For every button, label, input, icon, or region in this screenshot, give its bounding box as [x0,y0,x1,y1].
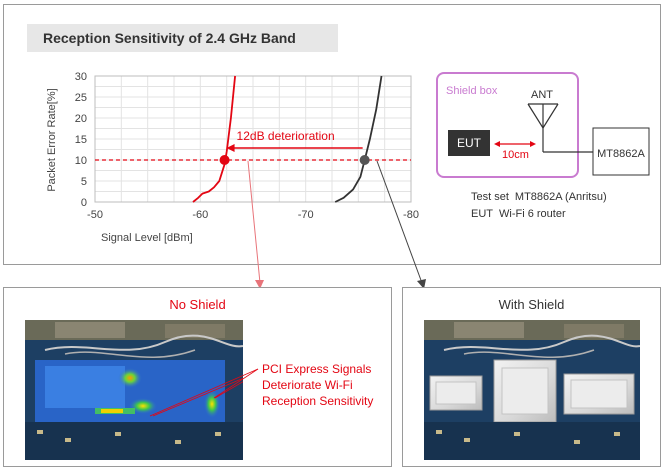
deterioration-annotation: 12dB deterioration [226,129,363,152]
y-tick-label: 15 [75,134,87,146]
y-tick-label: 0 [81,197,87,209]
y-tick-label: 25 [75,92,87,104]
series-line-2 [334,75,383,203]
y-ticks: 0 5 10 15 20 25 30 [75,71,87,209]
x-tick-label: -60 [192,209,208,221]
pcb-image-no-shield [25,320,243,460]
y-tick-label: 10 [75,155,87,167]
pci-callout: PCI Express Signals Deteriorate Wi-Fi Re… [262,361,373,409]
with-shield-title: With Shield [498,297,565,312]
x-tick-label: -70 [298,209,314,221]
instrument-label: MT8862A [597,148,645,160]
instrument-block [592,127,650,176]
distance-label: 10cm [502,149,529,161]
shield-box-label: Shield box [446,85,498,97]
y-tick-label: 20 [75,113,87,125]
x-axis-label: Signal Level [dBm] [101,232,193,244]
shield-can-2 [493,359,557,423]
shield-can-3 [563,373,635,415]
page-title: Reception Sensitivity of 2.4 GHz Band [27,24,338,52]
ant-label: ANT [531,89,553,101]
series-marker-1 [219,155,230,165]
pcb-image-with-shield [424,320,640,460]
y-axis-label: Packet Error Rate[%] [46,88,58,191]
x-tick-label: -50 [87,209,103,221]
deterioration-arrowhead [226,144,235,152]
plot-area [94,75,412,203]
y-tick-label: 30 [75,71,87,83]
callout-line-2: Deteriorate Wi-Fi [262,378,353,392]
x-tick-label: -80 [403,209,419,221]
eut-label: EUT [457,136,482,150]
eut-block [448,130,490,156]
series-layer [192,75,383,203]
connector-red-head [255,280,264,289]
callout-line-3: Reception Sensitivity [262,394,374,408]
antenna-icon [527,103,593,153]
series-line-1 [192,75,236,203]
distance-arrow [494,141,536,147]
deterioration-label: 12dB deterioration [237,129,335,143]
y-tick-label: 5 [81,176,87,188]
callout-line-1: PCI Express Signals [262,362,372,376]
series-marker-2 [359,155,370,165]
connector-red [247,160,261,284]
shield-can-1 [429,375,483,411]
x-ticks: -50 -60 -70 -80 [87,209,419,221]
connector-gray [376,160,423,284]
connector-gray-head [417,279,426,289]
no-shield-title: No Shield [169,297,226,312]
markers-layer [219,155,370,165]
